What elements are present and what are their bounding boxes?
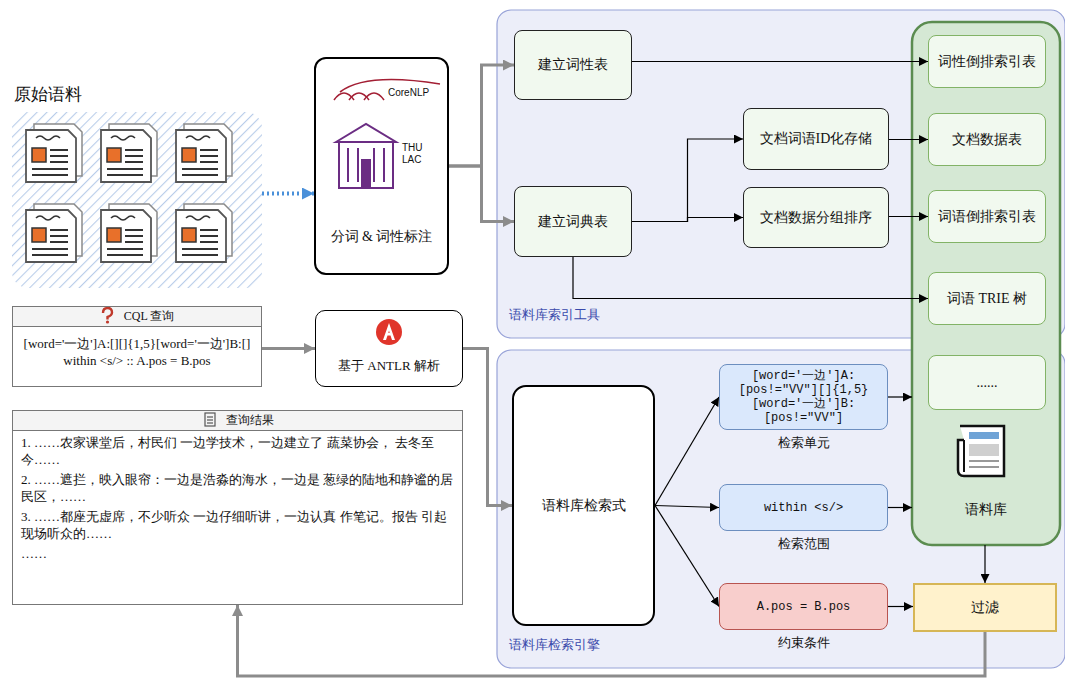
node-label: 基于 ANTLR 解析 — [316, 357, 462, 375]
search-scope-box: within <s/>检索范围 — [719, 484, 888, 531]
node-label: 建立词典表 — [538, 213, 608, 231]
connector — [449, 166, 514, 222]
node-label: 建立词性表 — [538, 56, 608, 74]
result-doc-icon — [205, 413, 215, 426]
data-table-box: 词语 TRIE 树 — [928, 272, 1046, 325]
question-icon — [103, 308, 112, 324]
connector — [573, 257, 928, 299]
node-label: [word='一边']A: [pos!="VV"][]{1,5} [word='… — [724, 369, 883, 425]
node-label: A.pos = B.pos — [757, 600, 851, 614]
node-detail: …… — [13, 542, 462, 562]
connector — [888, 507, 912, 508]
connector — [655, 506, 719, 508]
corpus-panel: 语料库 词性倒排索引表文档数据表词语倒排索引表词语 TRIE 树...... — [912, 22, 1060, 545]
node-label: 原始语料 — [14, 83, 82, 106]
document-icon — [176, 204, 232, 262]
corpus-panel-ground — [912, 22, 1060, 545]
header-strip — [13, 307, 261, 326]
search-engine-panel-ground — [497, 350, 1065, 668]
node-label: ...... — [977, 375, 998, 391]
document-icon — [101, 124, 157, 182]
data-table-box: 词性倒排索引表 — [928, 35, 1046, 88]
node-detail: 2. ……遮拦，映入眼帘：一边是浩淼的海水，一边是 葱绿的陆地和静谧的居民区，…… — [13, 468, 462, 505]
data-table-box: 词语倒排索引表 — [928, 190, 1046, 243]
connector — [888, 396, 912, 397]
thulac-logo — [336, 124, 396, 188]
connector — [655, 506, 719, 607]
node-label: 过滤 — [971, 599, 999, 617]
antlr-logo — [376, 319, 402, 345]
header-strip — [13, 411, 462, 430]
query-box: CQL 查询[word='一边']A:[][]{1,5}[word='一边']B… — [12, 306, 262, 387]
corpus-source-area-ground — [12, 112, 262, 288]
query-expression-box: 语料库检索式 — [512, 385, 655, 626]
process-box: 文档词语ID化存储 — [743, 108, 889, 170]
corpus-source-area: 原始语料 — [12, 112, 262, 288]
node-label: 词语 TRIE 树 — [947, 290, 1027, 308]
constraint-box: A.pos = B.pos约束条件 — [719, 583, 888, 630]
icons — [13, 80, 1004, 477]
parser-box: 基于 ANTLR 解析 — [315, 310, 463, 387]
connector — [984, 545, 985, 583]
document-icon — [176, 124, 232, 182]
node-label: 语料库检索式 — [542, 497, 626, 515]
data-table-box: ...... — [928, 355, 1046, 410]
node-label: CQL 查询 — [13, 307, 261, 327]
node-detail: THU LAC — [402, 142, 438, 166]
document-icon — [101, 204, 157, 262]
node-label: 文档数据表 — [952, 131, 1022, 149]
connector — [888, 606, 913, 607]
corpus-icon — [958, 426, 1004, 476]
node-detail: 约束条件 — [720, 634, 887, 652]
node-label: CoreNLP — [388, 87, 447, 98]
node-label: 词性倒排索引表 — [938, 53, 1036, 71]
node-detail: [word='一边']A:[][]{1,5}[word='一边']B:[] wi… — [13, 327, 261, 377]
document-icon — [26, 124, 82, 182]
connector — [632, 61, 928, 62]
panel-grounds — [12, 10, 1065, 668]
document-icon — [26, 204, 82, 262]
node-label: within <s/> — [764, 501, 843, 515]
node-label: 文档词语ID化存储 — [760, 130, 873, 148]
connector — [262, 347, 315, 350]
node-detail: 检索范围 — [720, 535, 887, 553]
search-unit-box: [word='一边']A: [pos!="VV"][]{1,5} [word='… — [719, 364, 888, 430]
node-detail: 3. ……都座无虚席，不少听众 一边仔细听讲，一边认真 作笔记。报告 引起现场听… — [13, 505, 462, 542]
connector — [632, 139, 743, 222]
node-detail: 检索单元 — [720, 434, 887, 452]
filter-box: 过滤 — [913, 583, 1057, 632]
connector — [262, 192, 314, 196]
search-engine-panel: 语料库检索引擎语料库检索式[word='一边']A: [pos!="VV"][]… — [497, 350, 1065, 668]
process-box: 建立词性表 — [514, 30, 632, 100]
node-label: 词语倒排索引表 — [938, 208, 1036, 226]
process-box: 文档数据分组排序 — [743, 187, 889, 248]
node-detail: 分词 & 词性标注 — [316, 228, 447, 246]
connector — [449, 65, 514, 166]
node-label: 文档数据分组排序 — [760, 209, 872, 227]
result-box: 查询结果1. ……农家课堂后，村民们 一边学技术，一边建立了 蔬菜协会， 去冬至… — [12, 410, 463, 605]
connector — [463, 349, 512, 506]
node-detail: 1. ……农家课堂后，村民们 一边学技术，一边建立了 蔬菜协会， 去冬至今…… — [13, 431, 462, 468]
process-box: 建立词典表 — [514, 186, 632, 257]
connector — [632, 218, 743, 222]
node-label: 语料库 — [965, 501, 1007, 519]
connector — [655, 397, 719, 506]
data-table-box: 文档数据表 — [928, 113, 1046, 166]
tool-box: CoreNLP THU LAC 分词 & 词性标注 — [314, 57, 449, 275]
node-label: 查询结果 — [13, 411, 462, 431]
connector — [889, 216, 928, 217]
connector — [889, 139, 928, 140]
